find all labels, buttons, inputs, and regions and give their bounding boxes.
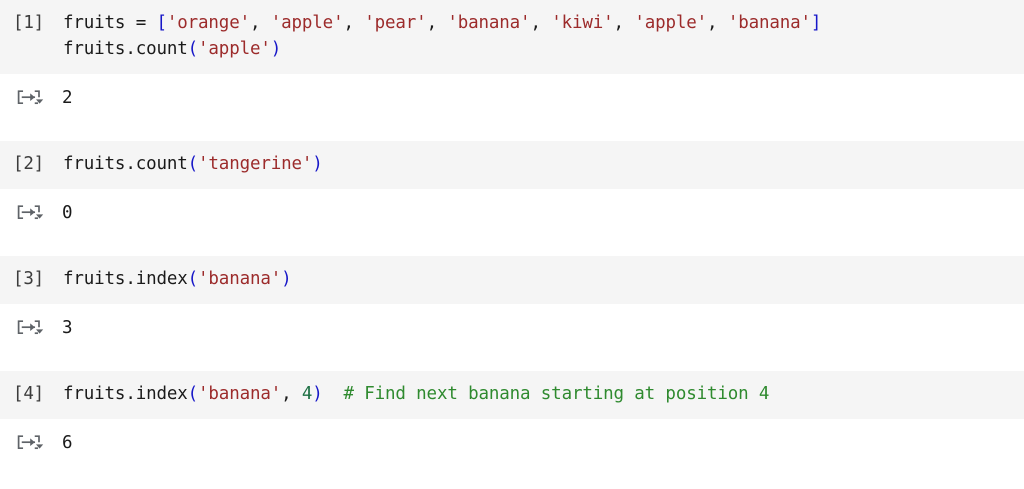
output-arrow-icon[interactable]	[16, 430, 46, 456]
code-token-str: 'kiwi'	[551, 13, 614, 33]
cell-prompt-label[interactable]: [3]	[13, 269, 45, 289]
code-token-plain: fruits.index	[63, 384, 188, 404]
output-cell-1: 2	[0, 74, 1024, 124]
code-token-plain: ,	[613, 13, 635, 33]
output-cell-3: 3	[0, 304, 1024, 354]
code-token-str: 'apple'	[198, 39, 271, 59]
code-token-punct: [	[156, 13, 167, 33]
code-token-punct: )	[270, 39, 282, 59]
code-line: fruits.count('apple')	[63, 36, 1024, 62]
output-arrow-icon[interactable]	[16, 315, 46, 341]
code-token-plain: ,	[281, 384, 302, 404]
code-token-punct: ]	[810, 13, 822, 33]
code-token-plain: ,	[707, 13, 728, 33]
code-token-punct: )	[281, 269, 292, 289]
code-editor-area[interactable]: fruits.index('banana')	[63, 266, 1024, 292]
code-token-str: 'banana'	[198, 269, 282, 289]
code-token-punct: (	[187, 269, 199, 289]
code-token-punct: (	[187, 39, 199, 59]
code-line: fruits = ['orange', 'apple', 'pear', 'ba…	[63, 10, 1024, 36]
code-token-punct: )	[312, 384, 323, 404]
code-token-str: 'banana'	[198, 384, 282, 404]
output-cell-4: 6	[0, 419, 1024, 469]
code-token-punct: (	[187, 154, 199, 174]
code-token-plain: ,	[426, 13, 448, 33]
code-token-plain: fruits =	[63, 13, 157, 33]
output-value: 0	[62, 203, 73, 223]
code-line: fruits.count('tangerine')	[63, 151, 1024, 177]
code-editor-area[interactable]: fruits.index('banana', 4) # Find next ba…	[63, 381, 1024, 407]
code-editor-area[interactable]: fruits = ['orange', 'apple', 'pear', 'ba…	[63, 10, 1024, 62]
code-token-str: 'orange'	[166, 13, 250, 33]
code-token-str: 'banana'	[727, 13, 811, 33]
code-token-str: 'apple'	[270, 13, 344, 33]
code-cell-1[interactable]: [1] fruits = ['orange', 'apple', 'pear', …	[0, 0, 1024, 74]
code-token-str: 'banana'	[447, 13, 531, 33]
code-editor-area[interactable]: fruits.count('tangerine')	[63, 151, 1024, 177]
code-token-str: 'apple'	[634, 13, 708, 33]
code-token-str: 'tangerine'	[198, 154, 313, 174]
output-arrow-icon[interactable]	[16, 85, 46, 111]
code-token-plain: ,	[343, 13, 365, 33]
code-cell-3[interactable]: [3] fruits.index('banana')	[0, 256, 1024, 304]
code-token-plain: fruits.count	[63, 39, 188, 59]
code-token-str: 'pear'	[364, 13, 427, 33]
code-token-plain: fruits.count	[63, 154, 188, 174]
code-token-cmt: # Find next banana starting at position …	[343, 384, 770, 404]
code-cell-4[interactable]: [4] fruits.index('banana', 4) # Find next…	[0, 371, 1024, 419]
code-token-plain: ,	[530, 13, 552, 33]
code-token-plain: fruits.index	[63, 269, 188, 289]
output-value: 3	[62, 318, 73, 338]
output-value: 6	[62, 433, 73, 453]
code-line: fruits.index('banana')	[63, 266, 1024, 292]
output-cell-2: 0	[0, 189, 1024, 239]
code-cell-2[interactable]: [2] fruits.count('tangerine')	[0, 141, 1024, 189]
code-token-num: 4	[301, 384, 313, 404]
cell-prompt-label[interactable]: [2]	[13, 154, 45, 174]
output-arrow-icon[interactable]	[16, 200, 46, 226]
code-token-plain: ,	[249, 13, 271, 33]
cell-prompt-label[interactable]: [1]	[13, 13, 45, 33]
cell-prompt-label[interactable]: [4]	[13, 384, 45, 404]
output-value: 2	[62, 88, 73, 108]
code-token-plain	[323, 384, 344, 404]
code-line: fruits.index('banana', 4) # Find next ba…	[63, 381, 1024, 407]
code-token-punct: )	[312, 154, 323, 174]
code-token-punct: (	[187, 384, 199, 404]
